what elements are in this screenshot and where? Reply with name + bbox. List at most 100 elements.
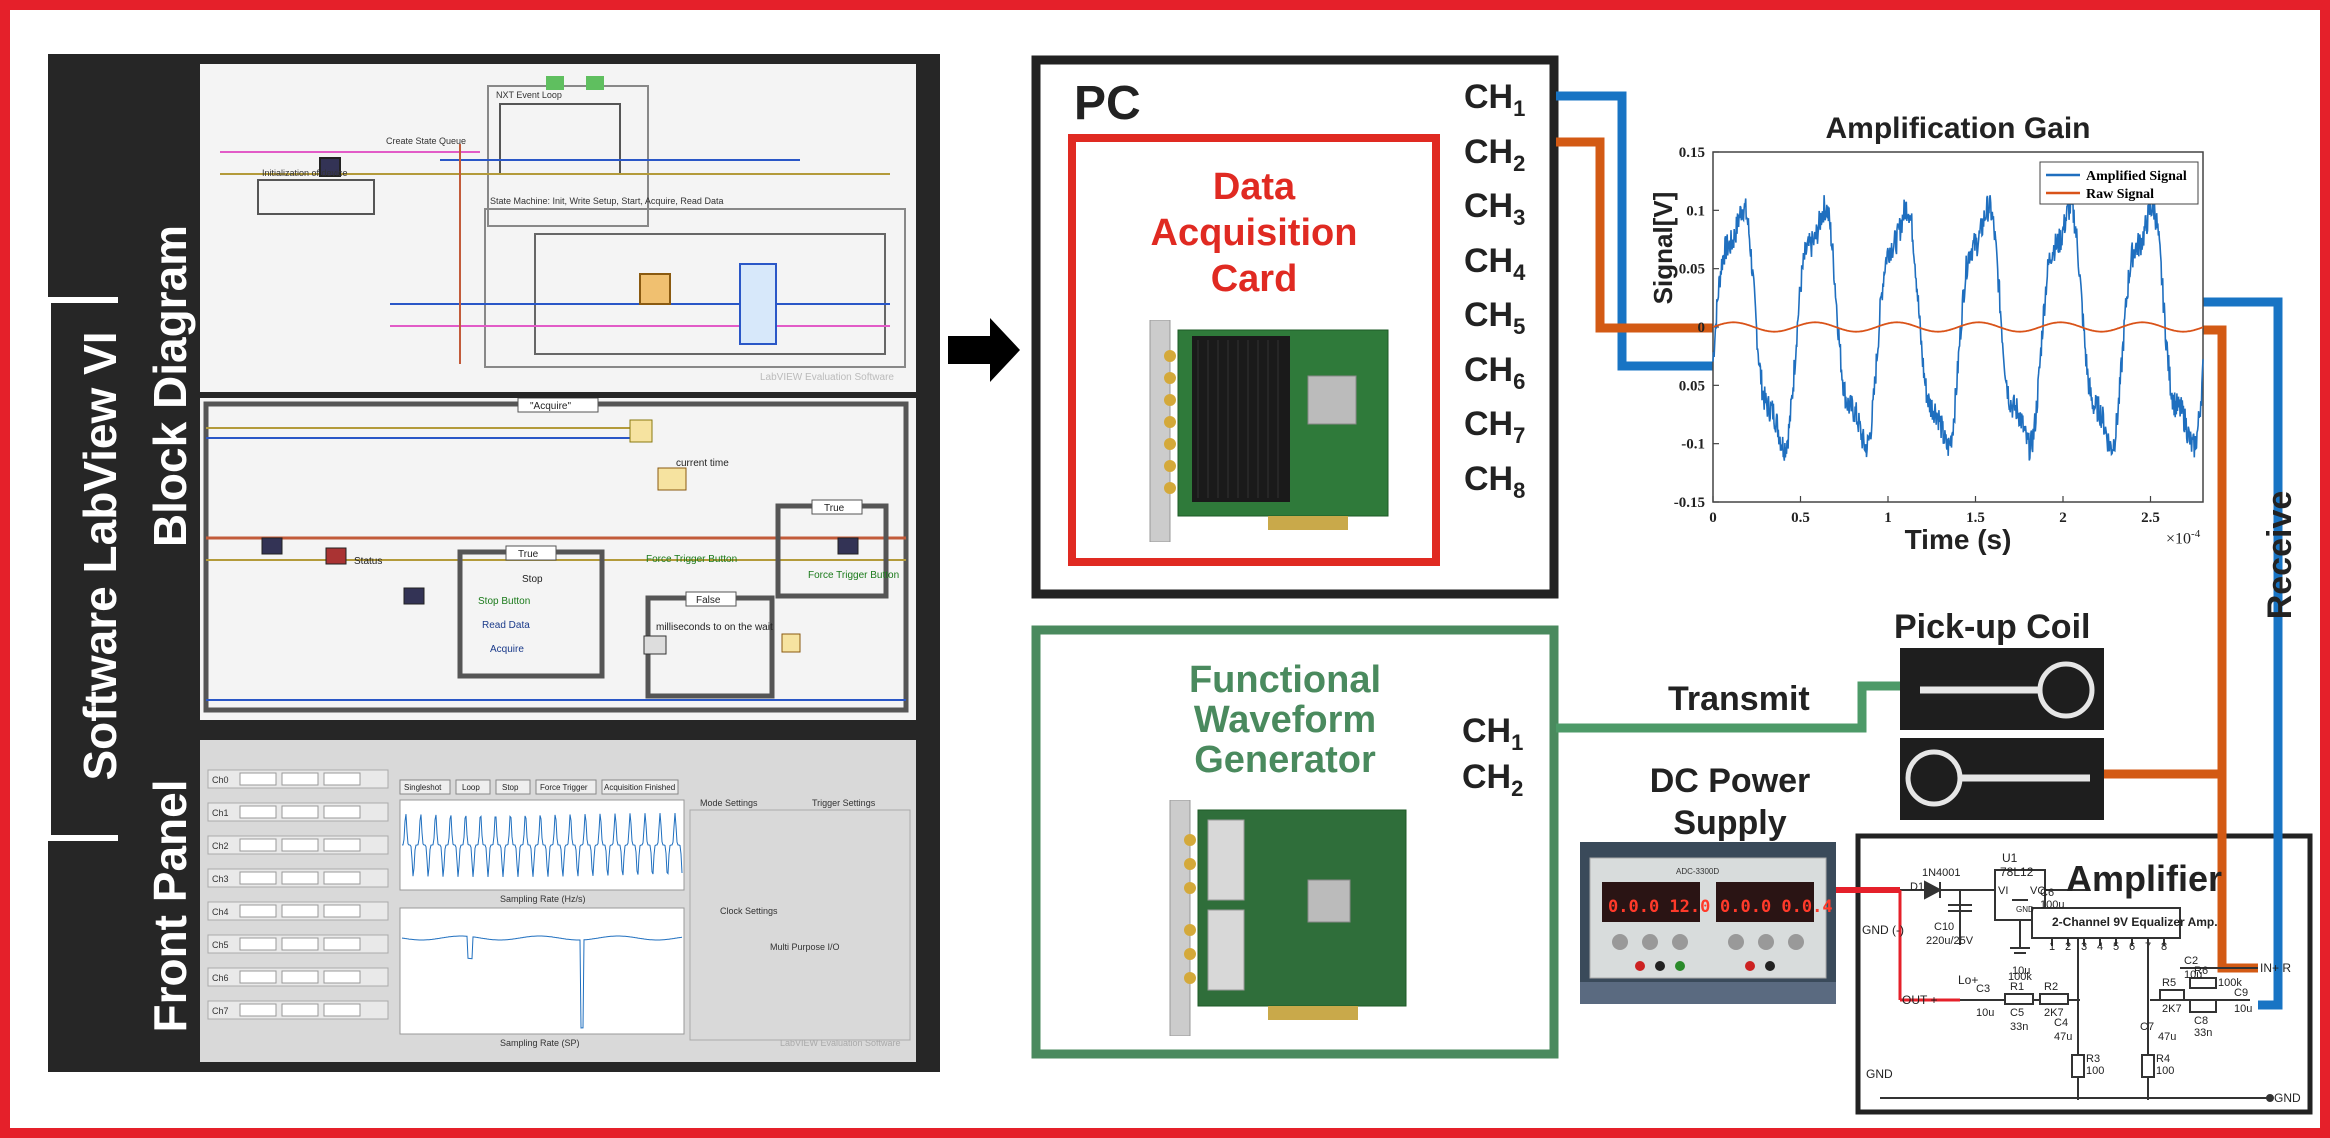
dc-display-right <box>1716 882 1814 922</box>
fp-clock-settings: Clock Settings <box>720 906 778 916</box>
sma <box>1164 438 1176 450</box>
fp-btn-force[interactable] <box>535 779 597 795</box>
fp-watermark: LabVIEW Evaluation Software <box>780 1038 901 1048</box>
chip-pin-number: 5 <box>2113 941 2119 953</box>
daq-heatsink-fins <box>1197 340 1279 498</box>
fp-channel-field[interactable] <box>323 937 361 951</box>
fp-channel-field[interactable] <box>281 937 319 951</box>
fp-btn-singleshot-label: Singleshot <box>404 783 442 792</box>
terminal-red <box>1635 961 1645 971</box>
x-tick-label: 1 <box>1884 510 1892 526</box>
dc-brand: ADC-3300D <box>1676 867 1719 876</box>
channel-label: CH5 <box>1464 296 1525 340</box>
bd-top-watermark: LabVIEW Evaluation Software <box>760 372 894 383</box>
fp-channel-field[interactable] <box>323 904 361 918</box>
bd-case <box>534 233 886 355</box>
fwg-shield-2 <box>1207 909 1245 991</box>
dc-supply-image: 0.0.0 12.0 0.0.0 0.0.4 ADC-3300D <box>1580 842 1836 1004</box>
fp-wave-bottom <box>401 935 683 1029</box>
fp-channel-field[interactable] <box>281 904 319 918</box>
fp-channel-label: Ch4 <box>212 907 229 917</box>
channel-label: CH3 <box>1464 187 1525 231</box>
y-tick-label: -0.1 <box>1681 437 1705 453</box>
sma <box>1164 394 1176 406</box>
diode-d1 <box>1924 880 1943 900</box>
fp-channel-field[interactable] <box>281 1003 319 1017</box>
knob <box>1612 934 1628 950</box>
bd-wait-node <box>781 633 801 653</box>
sma <box>1164 372 1176 384</box>
channel-label: CH2 <box>1462 758 1523 802</box>
fp-channel-label: Ch6 <box>212 973 229 983</box>
sma <box>1184 948 1196 960</box>
bd-node-label: NXT Event Loop <box>496 90 562 100</box>
fp-channel-field[interactable] <box>323 805 361 819</box>
fp-channel-field[interactable] <box>281 970 319 984</box>
fp-settings-panel <box>689 809 911 1041</box>
fp-channel-field[interactable] <box>239 1003 277 1017</box>
fp-channel-field[interactable] <box>239 970 277 984</box>
series-amplified-line <box>1712 195 2204 461</box>
fwg-line-1: Functional <box>1188 659 1382 701</box>
resistor-r2 <box>2039 993 2069 1005</box>
pickup-coil-image-2 <box>1900 738 2104 820</box>
fp-wave-top <box>401 812 683 878</box>
fp-channel-field[interactable] <box>281 838 319 852</box>
fp-channel-field[interactable] <box>239 805 277 819</box>
labview-title: Software LabView VI <box>74 331 126 781</box>
channel-label: CH1 <box>1464 78 1525 122</box>
fp-multi-purpose: Multi Purpose I/O <box>770 942 840 952</box>
channel-sub: 1 <box>1511 729 1524 755</box>
chart-x-multiplier: ×10-4 <box>2166 528 2200 548</box>
fp-channel-field[interactable] <box>323 772 361 786</box>
fp-btn-force-label: Force Trigger <box>540 783 588 792</box>
bd-true2-selector <box>811 499 863 515</box>
bd-case-false <box>645 595 775 699</box>
fp-channel-field[interactable] <box>239 937 277 951</box>
fp-channel-field[interactable] <box>281 772 319 786</box>
receive-wire-coil <box>2104 769 2227 800</box>
fp-channel-field[interactable] <box>281 805 319 819</box>
sma <box>1164 350 1176 362</box>
channel-base: CH <box>1464 296 1514 334</box>
chart-xlabel: Time (s) <box>1904 524 2012 555</box>
channel-base: CH <box>1462 758 1512 796</box>
block-diagram-label: Block Diagram <box>144 224 196 548</box>
dc-line-2: Supply <box>1673 804 1787 842</box>
fp-btn-loop[interactable] <box>455 779 491 795</box>
fp-channel-field[interactable] <box>281 871 319 885</box>
fp-channel-field[interactable] <box>323 871 361 885</box>
chip-pin-number: 8 <box>2161 941 2167 953</box>
knob <box>1672 934 1688 950</box>
channel-sub: 2 <box>1511 775 1524 801</box>
fp-graph-bottom[interactable] <box>399 907 685 1035</box>
dc-title: DC Power Supply <box>1600 760 1860 844</box>
fp-btn-finished[interactable] <box>601 779 679 795</box>
resistor-r6 <box>2189 977 2217 989</box>
fwg-line-3: Generator <box>1194 739 1376 781</box>
fwg-heatsink <box>1307 879 1351 923</box>
fp-channel-field[interactable] <box>239 871 277 885</box>
fp-channel-field[interactable] <box>239 904 277 918</box>
bd-force-trigger-2: Force Trigger Button <box>808 570 899 581</box>
channel-base: CH <box>1464 350 1514 389</box>
fp-channel-field[interactable] <box>323 970 361 984</box>
block-diagram-middle: "Acquire" True False True current time S… <box>200 398 916 720</box>
fp-channel-field[interactable] <box>323 1003 361 1017</box>
fp-channel-label: Ch1 <box>212 808 229 818</box>
chip-pin-number: 3 <box>2081 941 2087 953</box>
fp-btn-singleshot[interactable] <box>399 779 451 795</box>
fp-channel-field[interactable] <box>323 838 361 852</box>
bd-stop-button: Stop Button <box>478 596 530 607</box>
chart-ylabel: Signal[V] <box>1648 191 1678 305</box>
fp-channel-field[interactable] <box>239 772 277 786</box>
fp-channel-label: Ch7 <box>212 1006 229 1016</box>
fp-btn-stop[interactable] <box>495 779 531 795</box>
resistor-r1 <box>2004 993 2034 1005</box>
fp-channel-field[interactable] <box>239 838 277 852</box>
x-tick-label: 2 <box>2059 510 2067 526</box>
